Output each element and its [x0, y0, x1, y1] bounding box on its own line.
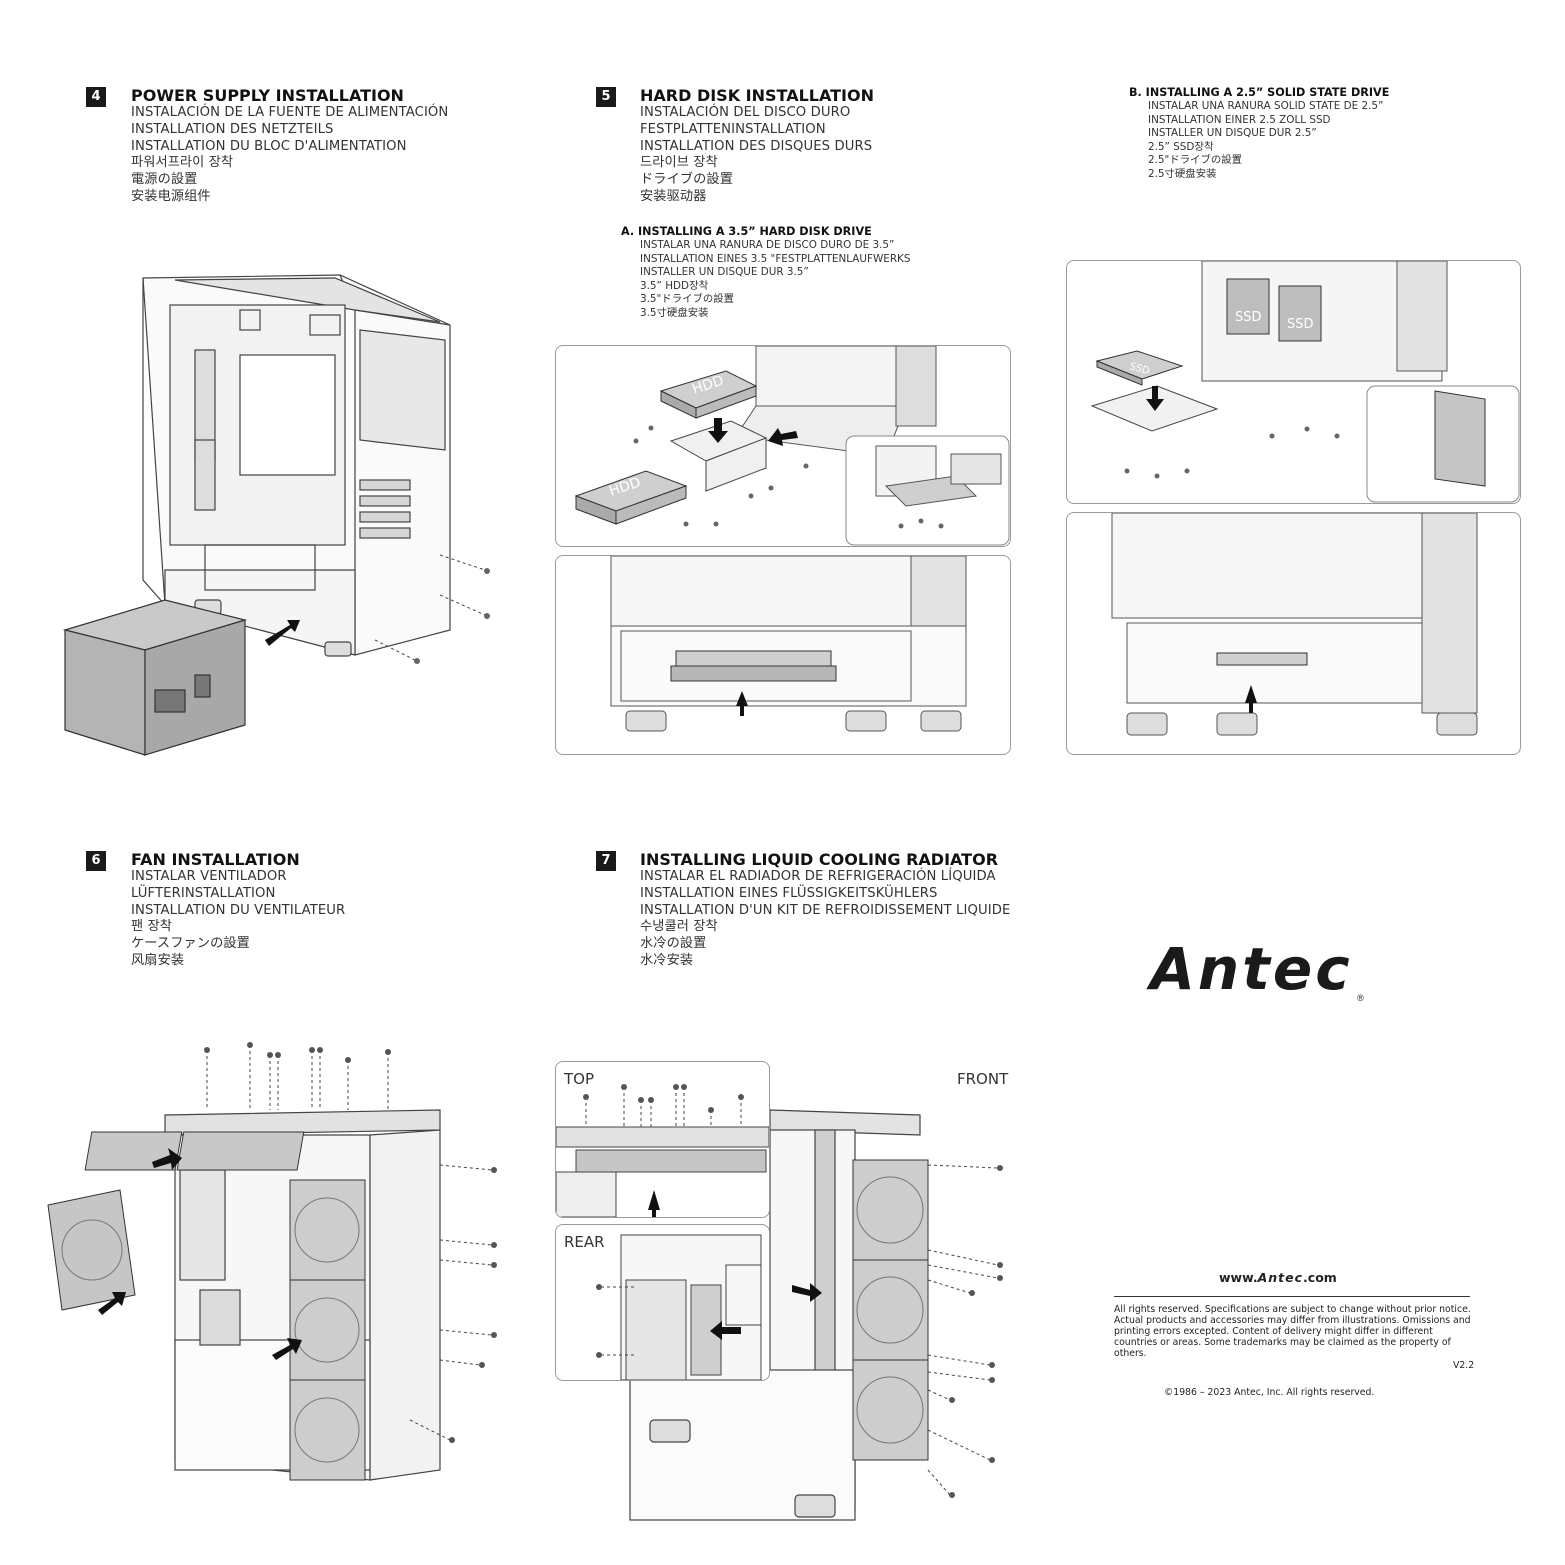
ssd-step-1-panel: SSD SSD SSD [1066, 260, 1521, 504]
ssd-label: SSD [1287, 317, 1314, 332]
top-label: TOP [564, 1070, 595, 1088]
translation-line: INSTALAR UNA RANURA DE DISCO DURO DE 3.5… [640, 239, 895, 251]
footer-divider [1114, 1296, 1470, 1297]
section-5-heading: HARD DISK INSTALLATION INSTALACIÓN DEL D… [640, 86, 874, 206]
translation-line: INSTALLATION EINER 2.5 ZOLL SSD [1148, 113, 1331, 126]
section-6-title: FAN INSTALLATION [131, 850, 300, 869]
section-4-title: POWER SUPPLY INSTALLATION [131, 86, 404, 105]
translation-line: 수냉쿨러 장착 [640, 919, 718, 935]
translation-line: 3.5” HDD장착 [640, 279, 709, 292]
translation-line: 安装电源组件 [131, 188, 211, 204]
copyright-text: ©1986 – 2023 Antec, Inc. All rights rese… [1164, 1387, 1375, 1398]
fan-installation-illustration [47, 1042, 497, 1481]
translation-line: 3.5寸硬盘安装 [640, 306, 709, 319]
rear-label: REAR [564, 1233, 605, 1251]
translation-line: 파워서프라이 장착 [131, 155, 234, 171]
disclaimer-text: All rights reserved. Specifications are … [1114, 1304, 1471, 1359]
url-prefix: www. [1219, 1270, 1258, 1285]
translation-line: INSTALLER UN DISQUE DUR 3.5” [640, 266, 809, 279]
translation-line: 2.5寸硬盘安装 [1148, 167, 1217, 180]
radiator-top-illustration [556, 1084, 769, 1217]
ssd-step-1-illustration: SSD SSD SSD [1090, 261, 1520, 503]
version-label: V2.2 [1453, 1360, 1475, 1371]
section-5a-translations: INSTALAR UNA RANURA DE DISCO DURO DE 3.5… [621, 239, 910, 321]
section-7-translations: INSTALAR EL RADIADOR DE REFRIGERACIÓN LÍ… [640, 869, 1010, 970]
section-5b-title: B. INSTALLING A 2.5” SOLID STATE DRIVE [1129, 86, 1390, 99]
section-5-title: HARD DISK INSTALLATION [640, 86, 874, 105]
section-4-number: 4 [86, 87, 106, 107]
translation-line: 水冷の設置 [640, 936, 707, 952]
translation-line: INSTALLATION DU VENTILATEUR [131, 902, 346, 918]
translation-line: 電源の設置 [131, 172, 198, 188]
radiator-top-panel: TOP [555, 1061, 770, 1218]
hdd-step-1-illustration: HDD HDD [574, 346, 1010, 546]
translation-line: 2.5” SSD장착 [1148, 140, 1214, 153]
translation-line: ドライブの設置 [640, 172, 734, 188]
antec-logo-text: Antec [1150, 935, 1353, 1003]
translation-line: INSTALAR VENTILADOR [131, 869, 287, 884]
translation-line: ケースファンの設置 [131, 936, 250, 952]
section-7-heading: INSTALLING LIQUID COOLING RADIATOR INSTA… [640, 850, 1010, 970]
section-5b-heading: B. INSTALLING A 2.5” SOLID STATE DRIVE I… [1129, 86, 1389, 182]
radiator-rear-illustration [596, 1234, 762, 1380]
ssd-label: SSD [1235, 310, 1262, 325]
section-5a-title: A. INSTALLING A 3.5” HARD DISK DRIVE [621, 225, 872, 238]
translation-line: 드라이브 장착 [640, 155, 718, 171]
section-5a-heading: A. INSTALLING A 3.5” HARD DISK DRIVE INS… [621, 225, 910, 321]
translation-line: LÜFTERINSTALLATION [131, 885, 276, 901]
translation-line: 팬 장착 [131, 919, 172, 935]
ssd-step-2-illustration [1111, 513, 1478, 736]
hdd-step-2-panel [555, 555, 1011, 755]
translation-line: 水冷安装 [640, 952, 694, 968]
translation-line: INSTALLATION DES NETZTEILS [131, 121, 334, 137]
section-6-heading: FAN INSTALLATION INSTALAR VENTILADOR LÜF… [131, 850, 345, 970]
translation-line: INSTALLER UN DISQUE DUR 2.5” [1148, 127, 1317, 140]
website-url[interactable]: www.Antec.com [1219, 1270, 1337, 1285]
ssd-step-2-panel [1066, 512, 1521, 755]
translation-line: INSTALAR UNA RANURA SOLID STATE DE 2.5” [1148, 100, 1384, 112]
translation-line: INSTALACIÓN DE LA FUENTE DE ALIMENTACIÓN [131, 105, 449, 120]
translation-line: INSTALLATION DES DISQUES DURS [640, 138, 873, 154]
url-suffix: .com [1303, 1270, 1337, 1285]
section-7-number: 7 [596, 851, 616, 871]
hdd-step-2-illustration [610, 556, 967, 732]
section-4-heading: POWER SUPPLY INSTALLATION INSTALACIÓN DE… [131, 86, 448, 206]
section-7-title: INSTALLING LIQUID COOLING RADIATOR [640, 850, 999, 869]
url-logo: Antec [1257, 1270, 1304, 1285]
section-6-translations: INSTALAR VENTILADOR LÜFTERINSTALLATION I… [131, 869, 345, 970]
translation-line: INSTALLATION D'UN KIT DE REFROIDISSEMENT… [640, 902, 1011, 918]
section-5-number: 5 [596, 87, 616, 107]
translation-line: FESTPLATTENINSTALLATION [640, 121, 826, 137]
radiator-rear-panel: REAR [555, 1224, 770, 1381]
translation-line: 安装驱动器 [640, 188, 707, 204]
antec-logo: Antec ® [1150, 935, 1430, 1005]
translation-line: INSTALLATION DU BLOC D'ALIMENTATION [131, 138, 407, 154]
translation-line: INSTALLATION EINES FLÜSSIGKEITSKÜHLERS [640, 885, 938, 901]
hdd-step-1-panel: HDD HDD [555, 345, 1011, 547]
section-5b-translations: INSTALAR UNA RANURA SOLID STATE DE 2.5” … [1129, 100, 1389, 182]
translation-line: INSTALACIÓN DEL DISCO DURO [640, 105, 851, 120]
translation-line: 2.5"ドライブの設置 [1148, 154, 1243, 167]
section-4-translations: INSTALACIÓN DE LA FUENTE DE ALIMENTACIÓN… [131, 105, 448, 206]
registered-mark: ® [1357, 993, 1364, 1003]
translation-line: 风扇安装 [131, 952, 185, 968]
ssd-label: SSD [1128, 361, 1151, 377]
front-label: FRONT [957, 1070, 1009, 1088]
radiator-main-illustration [629, 1109, 1003, 1521]
translation-line: INSTALLATION EINES 3.5 "FESTPLATTENLAUFW… [640, 252, 911, 265]
section-5-translations: INSTALACIÓN DEL DISCO DURO FESTPLATTENIN… [640, 105, 874, 206]
psu-installation-illustration [62, 274, 490, 756]
section-6-number: 6 [86, 851, 106, 871]
translation-line: INSTALAR EL RADIADOR DE REFRIGERACIÓN LÍ… [640, 869, 996, 884]
translation-line: 3.5"ドライブの設置 [640, 293, 735, 306]
